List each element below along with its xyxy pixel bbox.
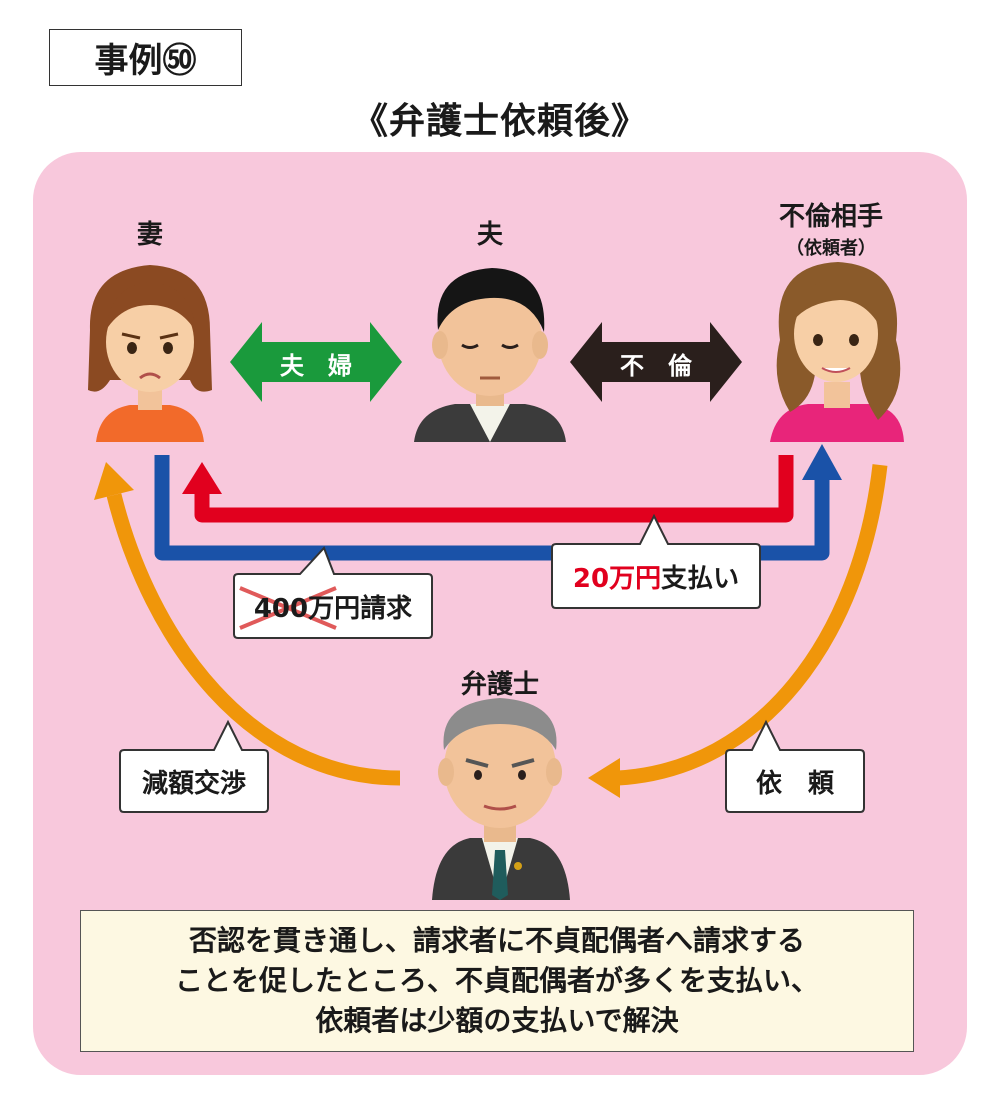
- request-arrow-head: [588, 758, 620, 798]
- request-bubble: [725, 719, 865, 813]
- payment-arrow-head: [182, 462, 222, 494]
- demand-bubble: [233, 546, 433, 639]
- marriage-label: 夫 婦: [280, 352, 352, 380]
- payment-rest: 支払い: [661, 564, 740, 594]
- page-title: 《弁護士依頼後》: [351, 101, 648, 142]
- summary-line-2: ことを促したところ、不貞配偶者が多くを支払い、: [174, 964, 819, 997]
- demand-struck-amount: 400万: [253, 594, 335, 624]
- strike-line-2: [239, 586, 337, 630]
- demand-text: 400万円請求: [234, 588, 432, 625]
- case-label: 事例㊿: [49, 29, 242, 86]
- summary-box: 否認を貫き通し、請求者に不貞配偶者へ請求する ことを促したところ、不貞配偶者が多…: [80, 910, 914, 1052]
- payment-text: 20万円支払い: [552, 558, 760, 595]
- demand-rest: 円請求: [334, 594, 413, 624]
- negotiation-text: 減額交渉: [141, 769, 246, 799]
- payment-bubble: [551, 513, 761, 609]
- lawyer-figure: [432, 698, 570, 900]
- wife-figure: [88, 265, 212, 442]
- partner-figure: [770, 262, 904, 442]
- affair-arrow: [570, 322, 742, 402]
- partner-label: 不倫相手: [778, 202, 883, 232]
- wife-label: 妻: [136, 220, 163, 250]
- payment-arrow: [194, 455, 794, 523]
- summary-line-1: 否認を貫き通し、請求者に不貞配偶者へ請求する: [188, 924, 805, 957]
- affair-label: 不 倫: [620, 352, 692, 380]
- negotiation-arrow-head: [94, 462, 134, 500]
- summary-line-3: 依頼者は少額の支払いで解決: [315, 1004, 679, 1037]
- demand-arrow-head: [802, 444, 842, 480]
- demand-arrow: [154, 455, 830, 561]
- husband-figure: [414, 268, 566, 442]
- lawyer-label: 弁護士: [460, 670, 539, 700]
- partner-note-label: （依頼者）: [786, 238, 876, 259]
- husband-label: 夫: [476, 220, 503, 250]
- negotiation-bubble: [119, 719, 269, 813]
- negotiation-arrow: [106, 493, 401, 786]
- request-arrow: [617, 464, 888, 786]
- payment-amount: 20万円: [572, 564, 662, 594]
- marriage-arrow: [230, 322, 402, 402]
- request-text: 依 頼: [755, 769, 834, 799]
